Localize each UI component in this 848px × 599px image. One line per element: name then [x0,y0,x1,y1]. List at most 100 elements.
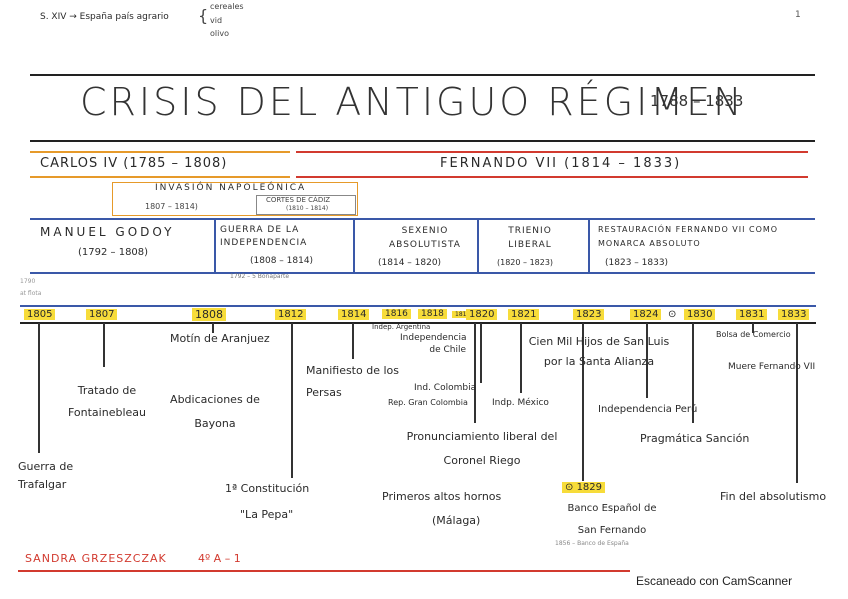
carlos-top-line [30,151,290,153]
period-trienio-name: TRIENIO LIBERAL [508,226,552,250]
period-guerra-dates: (1808 – 1814) [250,256,314,266]
connector-1824 [646,323,648,398]
title-bottom-rule [30,140,815,142]
reign-fernando: FERNANDO VII (1814 – 1833) [440,156,682,171]
event-peru: Independencia Perú [598,404,698,415]
footer-author: SANDRA GRZESZCZAK [25,552,167,565]
carlos-bottom-line [30,176,290,178]
crop-item-2: vid [210,16,223,25]
connector-1833 [796,323,798,483]
event-trafalgar: Guerra de Trafalgar [18,460,74,491]
crop-item-1: cereales [210,2,244,11]
year-1818: 1818 [418,309,447,319]
period-guerra-name: GUERRA DE LA INDEPENDENCIA [220,225,308,248]
event-mexico: Indp. México [492,398,549,408]
cortes-title: CORTES DE CÁDIZ [266,196,331,204]
header-note: S. XIV → España país agrario [40,12,169,22]
year-1831: 1831 [736,309,768,320]
footer-group: 4º A – 1 [198,552,241,565]
crop-item-3: olivo [210,29,229,38]
invasion-title: INVASIÓN NAPOLEÓNICA [155,183,307,193]
period-restauracion-dates: (1823 – 1833) [605,258,669,268]
title-dates: 1788 – 1833 [650,92,744,110]
period-restauracion-name: RESTAURACIÓN FERNANDO VII COMO MONARCA A… [598,225,779,248]
reign-carlos: CARLOS IV (1785 – 1808) [40,156,228,171]
page-number: 1 [795,10,801,20]
year-1821: 1821 [508,309,540,320]
event-pragmatica: Pragmática Sanción [640,432,750,445]
connector-1814 [352,323,354,359]
brace-icon: { [198,6,209,25]
year-1823: 1823 [573,309,605,320]
period-sexenio-name: SEXENIO ABSOLUTISTA [389,226,461,250]
fernando-bottom-line [296,176,808,178]
period-godoy-name: MANUEL GODOY [40,225,175,239]
event-cien-mil: Cien Mil Hijos de San Luis por la Santa … [528,335,670,368]
event-aranjuez: Motín de Aranjuez [170,332,270,345]
year-1819-small: 1819 [452,311,474,318]
year-1820: 1820 [466,309,498,320]
event-manifiesto: Manifiesto de los Persas [306,364,399,399]
page-title: CRISIS DEL ANTIGUO RÉGIMEN [80,80,745,124]
connector-1830 [692,323,694,423]
periods-bottom-line [30,272,815,274]
year-1808: 1808 [192,308,226,321]
year-1814: 1814 [338,309,370,320]
timeline-top-line [20,305,816,307]
connector-1808 [212,323,214,333]
event-fin-absolutismo: Fin del absolutismo [720,490,827,503]
connector-1805 [38,323,40,453]
event-argentina: Indep. Argentina [372,323,431,331]
connector-1823 [582,323,584,481]
year-1807: 1807 [86,309,118,320]
event-chile: Independencia de Chile [400,333,467,355]
year-1816: 1816 [382,309,411,319]
year-1805: 1805 [24,309,56,320]
godoy-side-note: 1792 – 5 Bonaparte [230,273,290,280]
left-note-a: 1790 [20,278,36,285]
year-1812: 1812 [275,309,307,320]
event-pronunciamiento: Pronunciamiento liberal del Coronel Rieg… [406,430,558,467]
event-pepa: "La Pepa" [240,508,294,521]
year-1830: 1830 [684,309,716,320]
event-muere: Muere Fernando VII [728,362,816,372]
fernando-top-line [296,151,808,153]
event-gran-colombia: Rep. Gran Colombia [388,398,468,407]
circle-mark-icon: ⊙ [668,309,677,320]
event-bolsa: Bolsa de Comercio [716,330,791,339]
period-divider-4 [588,218,590,273]
event-fontainebleau: Tratado de Fontainebleau [67,384,146,419]
period-divider-3 [477,218,479,273]
period-godoy-dates: (1792 – 1808) [78,247,149,258]
event-colombia: Ind. Colombia [414,383,477,393]
connector-1820 [474,323,476,423]
connector-1812 [291,323,293,478]
cortes-box [256,195,356,215]
event-malaga: (Málaga) [432,514,481,527]
year-1833: 1833 [778,309,810,320]
event-constitucion: 1ª Constitución [225,482,310,495]
title-top-rule [30,74,815,76]
period-divider-1 [214,218,216,273]
left-note-b: at flota [20,290,42,297]
cortes-dates: (1810 – 1814) [286,205,329,212]
periods-top-line [30,218,815,220]
event-altos-hornos: Primeros altos hornos [382,490,502,503]
timeline-axis [20,322,816,324]
invasion-dates: 1807 – 1814) [145,202,198,211]
footer-line [18,570,630,572]
connector-1821 [520,323,522,393]
year-1829: ⊙ 1829 [562,482,606,493]
invasion-box [112,182,358,216]
event-banco: Banco Español de San Fernando [567,503,657,536]
period-trienio-dates: (1820 – 1823) [497,258,554,267]
period-divider-2 [353,218,355,273]
event-bayona: Abdicaciones de Bayona [170,393,260,430]
header-note-text: S. XIV → España país agrario [40,12,169,22]
connector-1818 [480,323,482,383]
scanner-watermark: Escaneado con CamScanner [636,574,793,588]
connector-1831 [752,323,754,333]
period-sexenio-dates: (1814 – 1820) [378,258,442,268]
year-1824: 1824 [630,309,662,320]
connector-1807 [103,323,105,367]
